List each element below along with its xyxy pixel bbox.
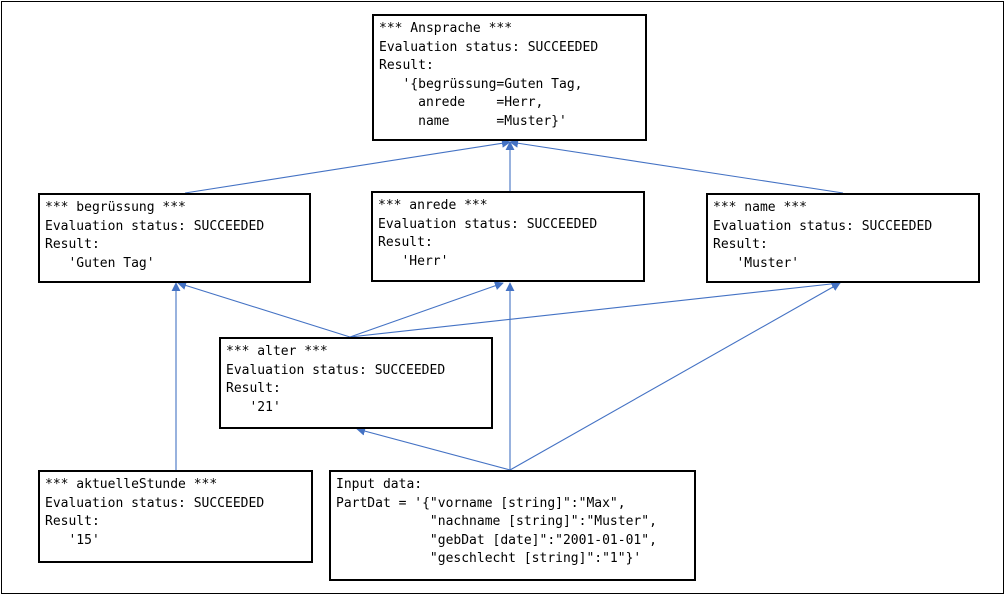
node-result-line: anrede =Herr, xyxy=(379,95,544,110)
node-result-line: name =Muster}' xyxy=(379,113,567,129)
node-result-line: '21' xyxy=(226,399,281,415)
node-status: Evaluation status: SUCCEEDED xyxy=(226,362,446,378)
node-header: *** begrüssung *** xyxy=(45,200,186,215)
node-header: *** aktuelleStunde *** xyxy=(45,477,218,492)
edge-name-to-ansprache xyxy=(509,138,844,194)
node-result-line: '{begrüssung=Guten Tag, xyxy=(379,76,583,92)
node-anrede: *** anrede *** Evaluation status: SUCCEE… xyxy=(371,191,645,282)
input-line: PartDat = '{"vorname [string]":"Max", xyxy=(336,495,626,511)
node-alter: *** alter *** Evaluation status: SUCCEED… xyxy=(219,337,493,429)
input-line: "nachname [string]":"Muster", xyxy=(336,514,657,529)
node-header: *** anrede *** xyxy=(378,198,488,213)
node-result-label: Result: xyxy=(226,381,281,396)
edge-alter-to-anrede xyxy=(349,281,504,338)
node-result-line: '15' xyxy=(45,532,100,548)
node-result-label: Result: xyxy=(45,237,100,252)
edge-input-to-name xyxy=(509,282,841,471)
node-name: *** name *** Evaluation status: SUCCEEDE… xyxy=(706,193,980,283)
node-status: Evaluation status: SUCCEEDED xyxy=(45,495,265,511)
node-header: *** name *** xyxy=(713,200,807,215)
node-header: *** alter *** xyxy=(226,344,328,359)
node-status: Evaluation status: SUCCEEDED xyxy=(379,39,599,55)
node-result-label: Result: xyxy=(378,235,433,250)
edge-input-to-alter xyxy=(356,426,511,471)
node-result-line: 'Guten Tag' xyxy=(45,255,155,271)
edge-alter-to-begruessung xyxy=(177,281,351,338)
input-line: "geschlecht [string]":"1"}' xyxy=(336,551,642,566)
node-header: *** Ansprache *** xyxy=(379,21,513,36)
edge-alter-to-name xyxy=(349,279,841,338)
node-status: Evaluation status: SUCCEEDED xyxy=(378,216,598,232)
edge-group xyxy=(171,138,844,471)
node-begruessung: *** begrüssung *** Evaluation status: SU… xyxy=(38,193,311,283)
input-line: "gebDat [date]":"2001-01-01", xyxy=(336,532,657,548)
edge-begruessung-to-ansprache xyxy=(184,138,511,194)
node-ansprache: *** Ansprache *** Evaluation status: SUC… xyxy=(372,14,647,141)
node-result-label: Result: xyxy=(379,58,434,73)
node-status: Evaluation status: SUCCEEDED xyxy=(713,218,933,234)
node-result-line: 'Muster' xyxy=(713,255,800,271)
node-result-label: Result: xyxy=(45,514,100,529)
node-result-label: Result: xyxy=(713,237,768,252)
node-input-data: Input data: PartDat = '{"vorname [string… xyxy=(329,470,696,581)
node-status: Evaluation status: SUCCEEDED xyxy=(45,218,265,234)
node-result-line: 'Herr' xyxy=(378,253,449,269)
node-aktuellestunde: *** aktuelleStunde *** Evaluation status… xyxy=(38,470,313,563)
input-title: Input data: xyxy=(336,477,423,492)
